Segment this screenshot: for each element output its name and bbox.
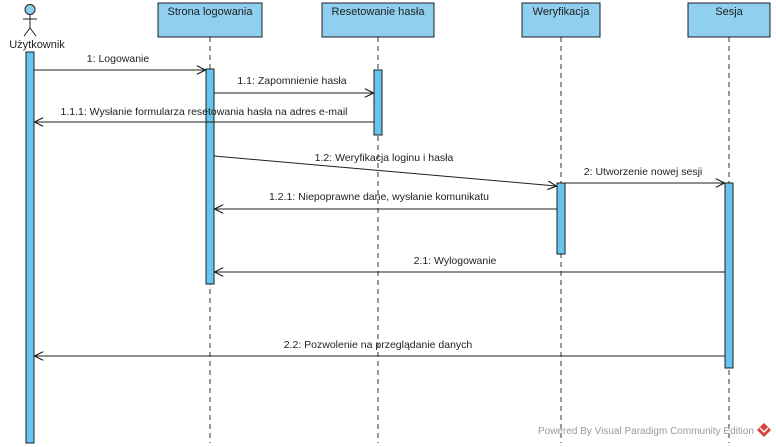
message-label-1: 1: Logowanie [87,53,150,65]
actor-label: Użytkownik [9,39,65,51]
visual-paradigm-logo-icon [757,423,771,437]
participant-resetowanie-hasla: Resetowanie hasła [321,2,435,38]
message-label-2: 2: Utworzenie nowej sesji [584,166,702,178]
watermark-text: Powered By Visual Paradigm Community Edi… [538,426,754,437]
activation-uzytkownik [25,51,35,444]
participant-label: Strona logowania [167,6,253,18]
activation-strona-logowania [205,68,215,285]
participant-sesja: Sesja [687,2,771,38]
actor-head [24,4,36,15]
message-label-2-1: 2.1: Wylogowanie [414,255,497,267]
message-label-2-2: 2.2: Pozwolenie na przeglądanie danych [284,339,473,351]
participant-strona-logowania: Strona logowania [157,2,263,38]
watermark: Powered By Visual Paradigm Community Edi… [538,423,771,437]
participant-weryfikacja: Weryfikacja [521,2,601,38]
message-label-1-1-1: 1.1.1: Wysłanie formularza resetowania h… [60,106,347,118]
participant-label: Weryfikacja [533,6,591,18]
activation-weryfikacja [556,182,566,255]
message-labels: 1: Logowanie 1.1: Zapomnienie hasła 1.1.… [60,53,702,351]
message-arrow-1-2 [213,155,556,186]
activation-sesja [724,182,734,369]
actor-leg-right [29,27,37,37]
message-label-1-1: 1.1: Zapomnienie hasła [237,75,346,87]
message-label-1-2: 1.2: Weryfikacja loginu i hasła [315,152,454,164]
actor-uzytkownik [23,4,37,37]
lifelines [209,37,730,443]
participant-label: Sesja [715,6,743,18]
messages [34,70,725,356]
message-label-1-2-1: 1.2.1: Niepoprawne dane, wysłanie komuni… [269,191,489,203]
activation-resetowanie-hasla [373,69,383,136]
actor-leg-left [23,27,31,37]
activation-bars [25,51,734,444]
participant-label: Resetowanie hasła [332,6,426,18]
